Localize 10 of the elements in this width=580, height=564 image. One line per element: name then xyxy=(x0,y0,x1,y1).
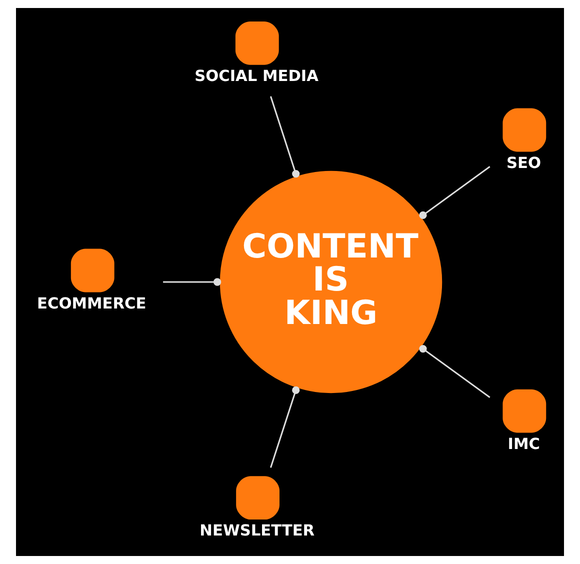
connector xyxy=(163,278,222,286)
connector xyxy=(419,344,490,398)
node-label: IMC xyxy=(508,434,540,453)
node-label: NEWSLETTER xyxy=(200,522,315,540)
connector xyxy=(270,386,300,468)
connector xyxy=(270,96,300,178)
node-label: SOCIAL MEDIA xyxy=(194,66,318,85)
connector xyxy=(419,166,490,220)
node-label: ECOMMERCE xyxy=(37,294,146,312)
node-label: SEO xyxy=(506,154,542,172)
